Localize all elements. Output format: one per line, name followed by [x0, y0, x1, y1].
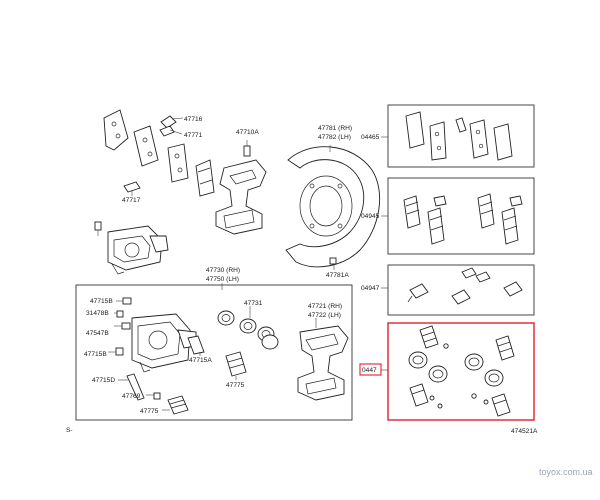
boot-47775-illustration-mid: [225, 351, 247, 380]
label-47710A: 47710A: [236, 129, 259, 136]
label-47715B-top: 47715B: [90, 298, 113, 305]
caliper-assembly-box: [75, 284, 353, 421]
label-47775-mid: 47775: [226, 382, 245, 389]
leaders-pads: [131, 117, 184, 196]
caliper-bracket-illustration: [297, 318, 349, 401]
s-mark-text: S-: [66, 427, 73, 434]
diagram-number: 474521A: [511, 428, 538, 435]
label-47717: 47717: [122, 197, 141, 204]
leaders-box: [108, 300, 170, 411]
kit-04947-clips-illustration: [407, 267, 523, 305]
brake-pad-set-illustration: [103, 109, 215, 197]
kit-0447-seals-boots-illustration: [408, 325, 515, 417]
watermark-site: toyox.com.ua: [539, 467, 593, 477]
label-47781: 47781 (RH): [318, 125, 352, 132]
label-47730: 47730 (RH): [206, 267, 240, 274]
label-31478B: 31478B: [86, 310, 109, 317]
label-47775-box-bottom: 47775: [140, 408, 159, 415]
kit-box-04465: [387, 104, 535, 168]
caliper-assembly-small-illustration: [107, 225, 169, 275]
label-0447[interactable]: 0447: [362, 367, 377, 374]
label-04465: 04465: [361, 134, 380, 141]
dust-shield-illustration: [285, 146, 381, 268]
label-47782: 47782 (LH): [318, 134, 351, 141]
piston-seal-kit-illustration: [217, 306, 279, 350]
label-47715A: 47715A: [189, 357, 212, 364]
label-47547B: 47547B: [86, 330, 109, 337]
label-47715D: 47715D: [92, 377, 115, 384]
small-bolt-top: [94, 221, 102, 236]
label-0447-frame[interactable]: [359, 363, 382, 376]
label-47769: 47769: [122, 393, 141, 400]
label-47716: 47716: [184, 116, 203, 123]
pin-47715A-illustration: [187, 335, 205, 356]
label-47731: 47731: [244, 300, 263, 307]
label-47721: 47721 (RH): [308, 303, 342, 310]
label-04945: 04945: [361, 213, 380, 220]
label-47750: 47750 (LH): [206, 276, 239, 283]
boot-47775-illustration-box: [167, 395, 189, 415]
label-47771: 47771: [184, 132, 203, 139]
label-04947: 04947: [361, 285, 380, 292]
kit-box-0447-highlighted[interactable]: [387, 322, 535, 421]
kit-box-04947: [387, 264, 535, 316]
caliper-body-illustration: [131, 313, 197, 373]
label-47722: 47722 (LH): [308, 312, 341, 319]
torque-plate-illustration: [215, 140, 267, 235]
kit-04945-shims-illustration: [403, 193, 523, 245]
kit-04465-pads-illustration: [405, 111, 513, 161]
label-47781A: 47781A: [326, 272, 349, 279]
label-47715B-bottom: 47715B: [84, 351, 107, 358]
